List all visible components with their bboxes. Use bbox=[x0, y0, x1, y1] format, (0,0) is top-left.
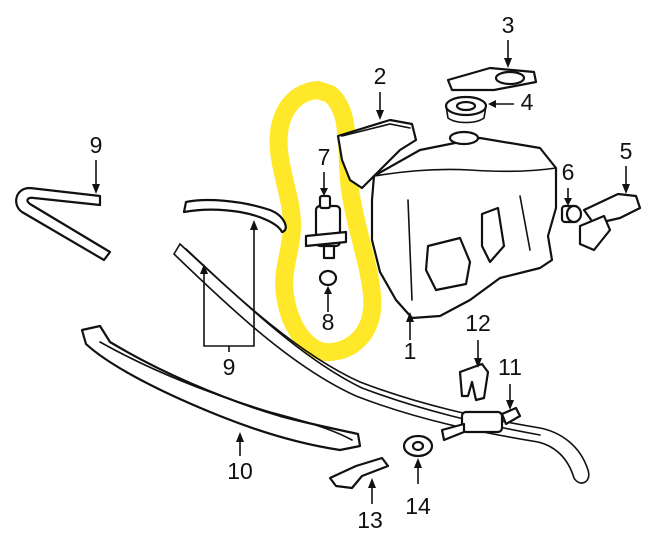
callout-8: 8 bbox=[322, 309, 335, 335]
hose-9-long bbox=[172, 242, 590, 484]
seal-4-side bbox=[445, 105, 487, 124]
hose-9-left bbox=[15, 186, 112, 262]
callout-3: 3 bbox=[502, 12, 515, 38]
tank-recess bbox=[424, 236, 472, 292]
callout-11: 11 bbox=[498, 354, 522, 380]
tank-neck bbox=[448, 130, 480, 146]
yellow-highlight bbox=[269, 81, 382, 362]
bracket-12 bbox=[458, 362, 490, 402]
tank-slot bbox=[480, 206, 506, 264]
part-5-body bbox=[582, 192, 642, 226]
sensor-6-cap bbox=[565, 204, 583, 224]
grommet-14-hole bbox=[411, 440, 425, 452]
leader-lines bbox=[92, 40, 630, 504]
callout-13: 13 bbox=[357, 507, 383, 533]
callout-9-bottom: 9 bbox=[223, 354, 236, 380]
callout-4: 4 bbox=[521, 89, 534, 115]
callout-7: 7 bbox=[318, 144, 331, 170]
seal-4-hole bbox=[455, 100, 477, 112]
pump-11-stem bbox=[440, 422, 466, 442]
cap-3-hole bbox=[494, 70, 526, 86]
tank-top-edge bbox=[373, 167, 557, 177]
pump-11-fitting bbox=[500, 406, 522, 426]
callout-10: 10 bbox=[227, 458, 253, 484]
part-10-strip bbox=[80, 324, 362, 452]
part-10-strip-detail bbox=[99, 341, 353, 441]
hose-9-center bbox=[182, 198, 287, 234]
part-5-tab bbox=[578, 214, 612, 252]
tank-rib bbox=[407, 195, 531, 301]
callout-12: 12 bbox=[465, 310, 491, 336]
filler-neck bbox=[336, 118, 418, 190]
callout-14: 14 bbox=[405, 493, 431, 519]
callout-6: 6 bbox=[562, 159, 575, 185]
pump-7-bracket bbox=[304, 230, 348, 248]
filler-neck-edge bbox=[341, 123, 411, 137]
callout-2: 2 bbox=[374, 63, 387, 89]
pump-7-top bbox=[318, 194, 332, 210]
pump-7-outlet bbox=[322, 244, 336, 260]
callout-5: 5 bbox=[620, 138, 633, 164]
grommet-8 bbox=[318, 269, 338, 287]
callout-9-top: 9 bbox=[90, 132, 103, 158]
callout-1: 1 bbox=[404, 338, 417, 364]
nozzle-13 bbox=[328, 456, 390, 490]
pump-11-body bbox=[460, 410, 504, 434]
tank-body bbox=[370, 136, 558, 320]
